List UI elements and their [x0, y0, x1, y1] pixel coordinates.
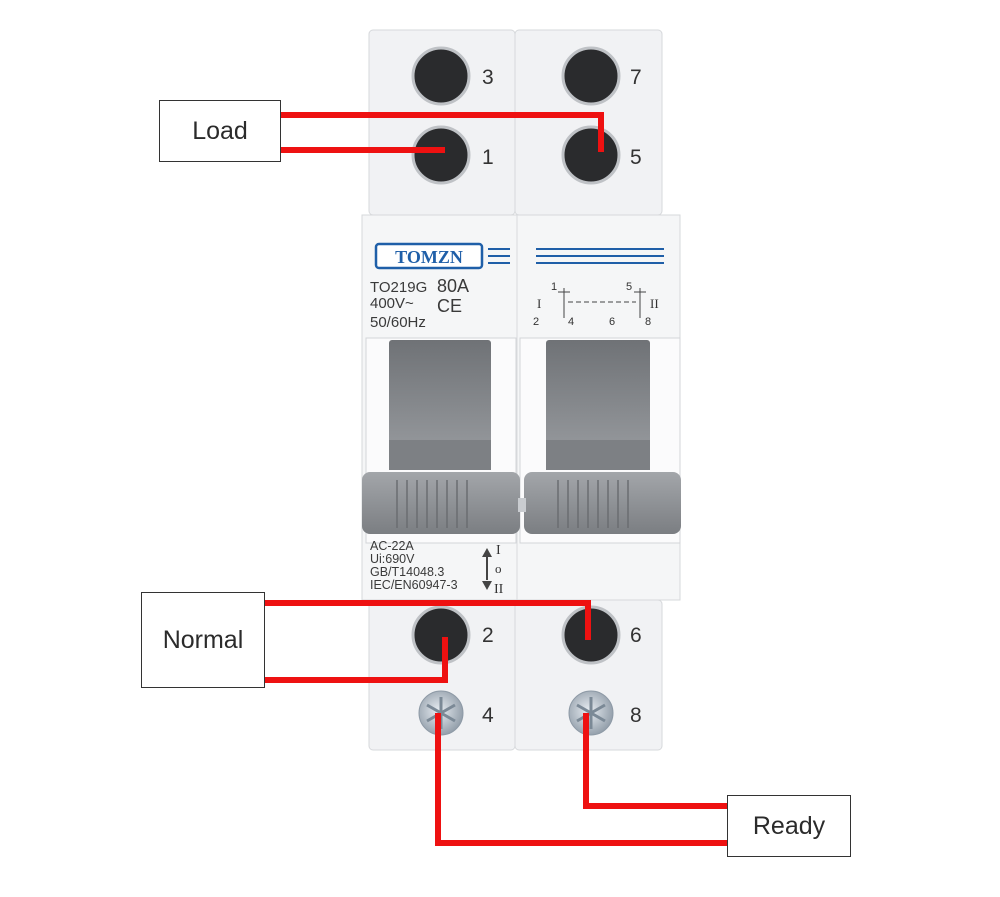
terminal-7-label: 7: [630, 66, 642, 89]
terminal-2-label: 2: [482, 624, 494, 647]
terminal-8-label: 8: [630, 704, 642, 727]
normal-label: Normal: [141, 592, 265, 688]
current-rating: 80A: [437, 276, 469, 296]
ready-label: Ready: [727, 795, 851, 857]
ce-mark: CE: [437, 296, 462, 316]
spec-category: AC-22A: [370, 539, 414, 553]
schematic-pos-2: II: [650, 296, 659, 311]
terminal-6-label: 6: [630, 624, 642, 647]
spec-ui: Ui:690V: [370, 552, 415, 566]
ready-wire-to-8: [583, 713, 727, 809]
schematic-term-1: 1: [551, 281, 557, 293]
schematic-term-8: 8: [645, 316, 651, 328]
normal-wire-to-6: [265, 600, 591, 640]
schematic-term-2: 2: [533, 316, 539, 328]
voltage-rating: 400V~: [370, 295, 414, 312]
terminal-1-label: 1: [482, 146, 494, 169]
load-label: Load: [159, 100, 281, 162]
schematic-term-5: 5: [626, 281, 632, 293]
model-number: TO219G: [370, 279, 427, 296]
normal-wire-to-2: [265, 637, 448, 683]
circuit-schematic: I II 1 5 2 4 6 8: [533, 281, 659, 328]
switch-handles[interactable]: [362, 472, 681, 534]
brand-logo: TOMZN: [374, 242, 664, 270]
schematic-term-4: 4: [568, 316, 574, 328]
position-off: o: [495, 561, 502, 576]
position-on-2: II: [494, 582, 504, 597]
position-on: I: [496, 543, 501, 558]
ready-wire-to-4: [435, 713, 727, 846]
terminal-4-label: 4: [482, 704, 494, 727]
red-wires: [265, 112, 727, 846]
frequency-rating: 50/60Hz: [370, 314, 426, 331]
schematic-term-6: 6: [609, 316, 615, 328]
spec-standard-1: GB/T14048.3: [370, 565, 444, 579]
position-indicator: I o II: [482, 543, 504, 597]
schematic-pos-1: I: [537, 296, 541, 311]
brand-name: TOMZN: [395, 247, 463, 267]
load-wire-to-5: [281, 112, 604, 152]
terminal-5-label: 5: [630, 146, 642, 169]
terminal-3-label: 3: [482, 66, 494, 89]
spec-standard-2: IEC/EN60947-3: [370, 578, 458, 592]
